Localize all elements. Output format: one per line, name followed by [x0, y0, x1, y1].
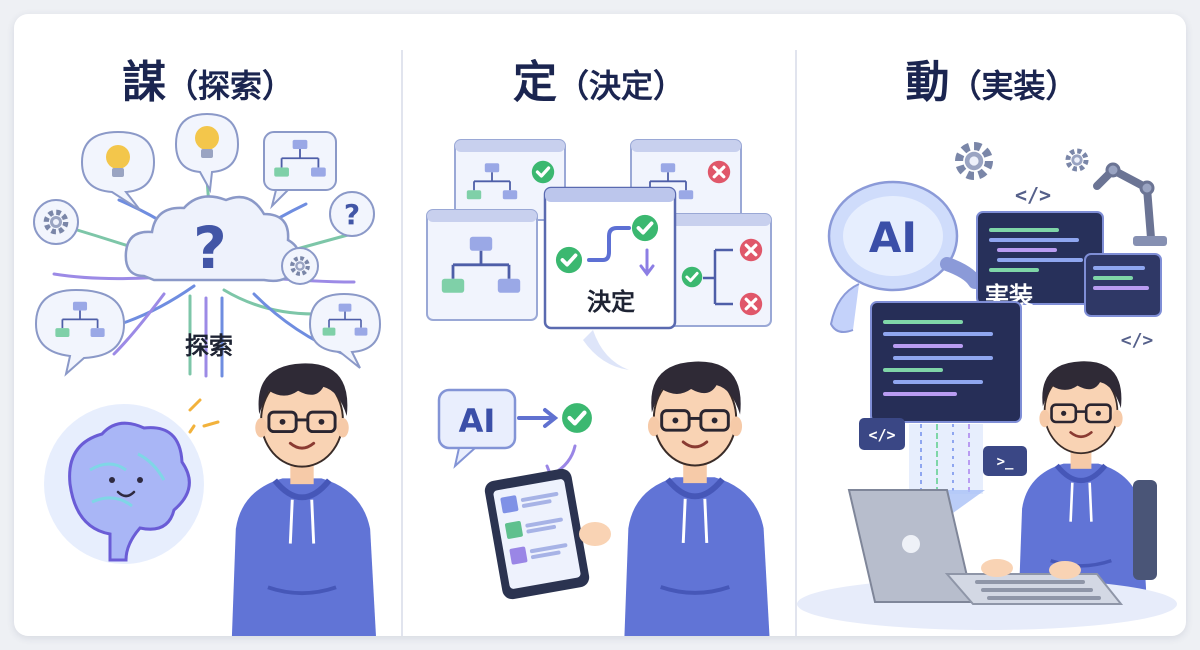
brain-icon: [44, 404, 204, 564]
lightbulb-bubble: [174, 112, 240, 194]
title-subtitle: 実装: [981, 67, 1046, 105]
decide-label: 決定: [587, 288, 635, 316]
title-kanji: 動: [905, 57, 950, 108]
ai-badge: AI: [459, 402, 496, 440]
check-icon: [531, 160, 555, 184]
option-window: [454, 139, 566, 221]
panel-implement: 動（実装） </> AI: [797, 14, 1186, 636]
panel-decide: 定（決定）: [403, 14, 795, 636]
gear-bubble: [281, 247, 319, 285]
question-bubble: ?: [329, 191, 375, 237]
flowchart-bubble: [308, 292, 382, 369]
code-window: [1084, 253, 1162, 317]
spark-icon: [188, 398, 220, 434]
cross-icon: [739, 292, 763, 316]
question-icon: ?: [193, 214, 227, 282]
code-icon: </>: [859, 418, 905, 450]
check-icon: [681, 266, 703, 288]
lightbulb-icon: [106, 145, 130, 169]
explore-illustration: ?: [33, 112, 382, 636]
gear-icon: [1068, 151, 1086, 169]
code-window: [870, 301, 1022, 423]
robot-arm-icon: [1093, 162, 1167, 246]
title-kanji: 謀: [121, 57, 166, 108]
check-icon: [631, 214, 659, 242]
explore-label: 探索: [185, 332, 233, 360]
title-kanji: 定: [512, 57, 557, 108]
person-avatar: [624, 362, 769, 636]
tablet-icon: [484, 468, 590, 600]
gear-bubble: [33, 199, 79, 245]
check-icon: [562, 403, 592, 433]
panel-divider: [401, 50, 403, 636]
laptop-icon: [847, 489, 1124, 605]
panel-title-explore: 謀（探索）: [121, 57, 295, 108]
cross-icon: [739, 238, 763, 262]
check-icon: [555, 246, 583, 274]
ai-badge: AI: [869, 213, 917, 262]
panel-explore: 謀（探索） ?: [14, 14, 402, 636]
title-subtitle: 探索: [197, 67, 262, 105]
flowchart-bubble: [34, 288, 126, 377]
option-window: [664, 213, 772, 327]
flowchart-bubble: [263, 131, 337, 210]
panel-title-decide: 定（決定）: [512, 57, 686, 108]
decide-illustration: 決定 AI: [426, 139, 795, 636]
implement-illustration: </> AI: [797, 14, 1177, 630]
illustration-card: 謀（探索） ?: [14, 14, 1186, 636]
person-avatar: [232, 363, 376, 636]
option-window: [426, 209, 538, 321]
lightbulb-icon: [195, 126, 219, 150]
question-cloud: ?: [124, 195, 301, 283]
decision-window: 決定: [543, 186, 677, 330]
lightbulb-bubble: [80, 130, 156, 211]
title-subtitle: 決定: [588, 67, 653, 105]
panel-divider: [795, 50, 797, 636]
terminal-icon: >_: [983, 446, 1027, 476]
svg-text:>_: >_: [997, 454, 1014, 470]
code-icon: </>: [1121, 330, 1154, 351]
person-avatar: [1019, 361, 1147, 604]
ai-decision-flow: AI: [437, 388, 592, 478]
code-icon: </>: [1015, 183, 1051, 207]
gear-icon: [959, 146, 989, 176]
panel-title-implement: 動（実装）: [905, 57, 1078, 108]
cross-icon: [707, 160, 731, 184]
question-icon: ?: [344, 198, 360, 231]
svg-text:</>: </>: [868, 426, 895, 444]
ai-robot: AI: [827, 180, 982, 333]
